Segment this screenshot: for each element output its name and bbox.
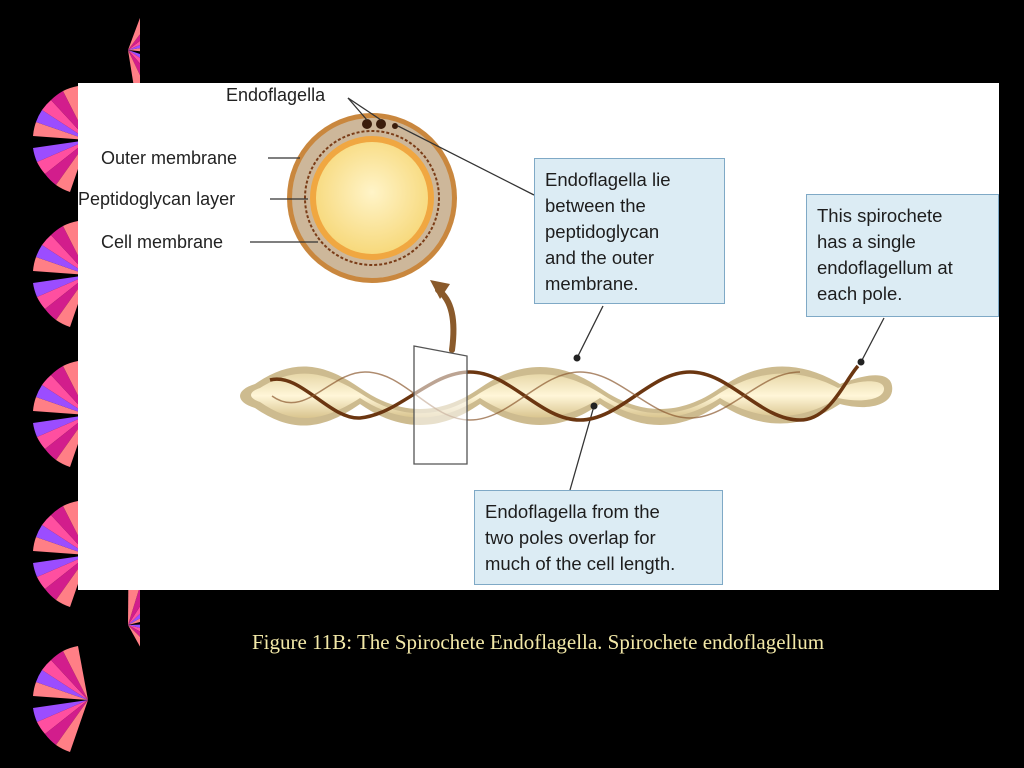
figure-caption: Figure 11B: The Spirochete Endoflagella.… <box>251 630 825 654</box>
label-outer-membrane: Outer membrane <box>101 148 238 168</box>
endoflagellum-helix <box>271 371 801 421</box>
callout-line: This spirochete <box>817 205 943 226</box>
callout-line: Endoflagella from the <box>485 501 660 522</box>
leader-between-helix <box>576 305 604 359</box>
label-peptidoglycan-layer: Peptidoglycan layer <box>78 189 236 209</box>
leader-endoflagella <box>347 97 368 121</box>
callout-line: two poles overlap for <box>485 527 656 548</box>
callout-line: much of the cell length. <box>485 553 676 574</box>
leader-between <box>397 125 535 196</box>
cutting-plane <box>413 345 468 465</box>
spirochete-body <box>240 354 893 426</box>
endoflagellum-helix <box>269 364 860 422</box>
callout-poles-overlap: Endoflagella from the two poles overlap … <box>474 490 723 585</box>
endoflagellum-dot <box>362 119 372 129</box>
endoflagellum-dot <box>392 123 398 129</box>
callout-line: each pole. <box>817 283 903 304</box>
cytoplasm <box>316 142 428 254</box>
cross-section <box>287 113 457 283</box>
peptidoglycan-ring <box>304 130 440 266</box>
callout-line: peptidoglycan <box>545 221 660 242</box>
curved-arrow <box>430 280 457 353</box>
label-endoflagella: Endoflagella <box>226 85 326 105</box>
leader-single <box>860 317 885 363</box>
callout-line: membrane. <box>545 273 639 294</box>
callout-endoflagella-between: Endoflagella lie between the peptidoglyc… <box>534 158 725 304</box>
pointer-dot <box>857 358 865 366</box>
pointer-dot <box>590 402 598 410</box>
pointer-dot <box>573 354 581 362</box>
callout-line: and the outer <box>545 247 655 268</box>
endoflagellum-dot <box>376 119 386 129</box>
callout-line: endoflagellum at <box>817 257 953 278</box>
label-cell-membrane: Cell membrane <box>101 232 224 252</box>
callout-line: between the <box>545 195 646 216</box>
callout-line: Endoflagella lie <box>545 169 671 190</box>
callout-line: has a single <box>817 231 916 252</box>
callout-single-endoflagellum: This spirochete has a single endoflagell… <box>806 194 999 317</box>
leader-endoflagella <box>347 97 382 121</box>
